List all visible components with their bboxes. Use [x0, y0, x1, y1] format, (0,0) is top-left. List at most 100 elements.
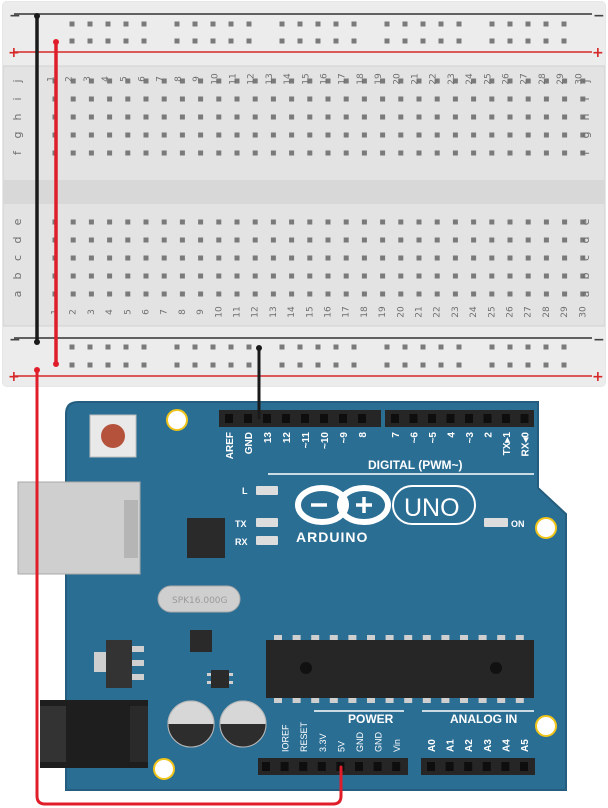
breadboard-hole[interactable] [398, 273, 404, 279]
breadboard-hole[interactable] [143, 78, 149, 84]
breadboard-hole[interactable] [179, 273, 185, 279]
breadboard-hole[interactable] [325, 291, 331, 297]
breadboard-hole[interactable] [289, 150, 295, 156]
breadboard-hole[interactable] [246, 362, 252, 368]
breadboard-hole[interactable] [398, 96, 404, 102]
breadboard-hole[interactable] [228, 38, 234, 44]
breadboard-hole[interactable] [88, 150, 94, 156]
breadboard-hole[interactable] [580, 273, 586, 279]
breadboard-hole[interactable] [434, 150, 440, 156]
breadboard-hole[interactable] [210, 362, 216, 368]
breadboard-hole[interactable] [580, 291, 586, 297]
breadboard-hole[interactable] [87, 344, 93, 350]
breadboard-hole[interactable] [234, 273, 240, 279]
breadboard-hole[interactable] [398, 291, 404, 297]
breadboard-hole[interactable] [507, 21, 513, 27]
breadboard-hole[interactable] [252, 219, 258, 225]
breadboard-hole[interactable] [543, 21, 549, 27]
breadboard-hole[interactable] [507, 114, 513, 120]
header-pin-socket[interactable] [301, 414, 309, 423]
breadboard-hole[interactable] [525, 237, 531, 243]
breadboard-hole[interactable] [234, 237, 240, 243]
breadboard-hole[interactable] [525, 21, 531, 27]
breadboard-hole[interactable] [107, 78, 113, 84]
breadboard-hole[interactable] [380, 237, 386, 243]
breadboard-hole[interactable] [525, 291, 531, 297]
breadboard-hole[interactable] [107, 219, 113, 225]
breadboard-hole[interactable] [105, 344, 111, 350]
breadboard-hole[interactable] [192, 21, 198, 27]
breadboard-hole[interactable] [252, 150, 258, 156]
breadboard-hole[interactable] [161, 255, 167, 261]
breadboard-hole[interactable] [252, 96, 258, 102]
breadboard-hole[interactable] [270, 132, 276, 138]
breadboard-hole[interactable] [252, 273, 258, 279]
breadboard-hole[interactable] [438, 344, 444, 350]
breadboard-hole[interactable] [88, 114, 94, 120]
breadboard-hole[interactable] [361, 219, 367, 225]
breadboard-hole[interactable] [270, 237, 276, 243]
breadboard-hole[interactable] [88, 219, 94, 225]
breadboard-hole[interactable] [297, 38, 303, 44]
breadboard-hole[interactable] [489, 78, 495, 84]
breadboard-hole[interactable] [297, 362, 303, 368]
breadboard-hole[interactable] [123, 344, 129, 350]
breadboard-hole[interactable] [507, 344, 513, 350]
breadboard-hole[interactable] [246, 38, 252, 44]
breadboard-hole[interactable] [161, 219, 167, 225]
breadboard-hole[interactable] [143, 273, 149, 279]
breadboard-hole[interactable] [434, 96, 440, 102]
breadboard-hole[interactable] [252, 114, 258, 120]
breadboard-hole[interactable] [107, 273, 113, 279]
breadboard-hole[interactable] [561, 21, 567, 27]
breadboard-hole[interactable] [452, 273, 458, 279]
breadboard-hole[interactable] [216, 273, 222, 279]
breadboard-hole[interactable] [438, 38, 444, 44]
breadboard-hole[interactable] [107, 255, 113, 261]
header-pin-socket[interactable] [520, 414, 529, 423]
breadboard-hole[interactable] [416, 114, 422, 120]
breadboard-hole[interactable] [325, 219, 331, 225]
breadboard-hole[interactable] [434, 273, 440, 279]
breadboard-hole[interactable] [216, 255, 222, 261]
header-pin-socket[interactable] [409, 414, 418, 423]
breadboard-hole[interactable] [380, 291, 386, 297]
breadboard-hole[interactable] [489, 362, 495, 368]
header-pin-socket[interactable] [427, 762, 435, 771]
breadboard-hole[interactable] [561, 344, 567, 350]
breadboard-hole[interactable] [289, 132, 295, 138]
breadboard-hole[interactable] [270, 96, 276, 102]
header-pin-socket[interactable] [520, 762, 528, 771]
breadboard-hole[interactable] [141, 38, 147, 44]
breadboard-hole[interactable] [125, 273, 131, 279]
breadboard-hole[interactable] [489, 219, 495, 225]
breadboard-hole[interactable] [179, 96, 185, 102]
breadboard-hole[interactable] [507, 291, 513, 297]
breadboard-hole[interactable] [562, 132, 568, 138]
breadboard-hole[interactable] [198, 78, 204, 84]
breadboard-hole[interactable] [333, 21, 339, 27]
reset-button[interactable] [89, 414, 137, 458]
breadboard-hole[interactable] [297, 344, 303, 350]
breadboard-hole[interactable] [125, 291, 131, 297]
breadboard-hole[interactable] [179, 78, 185, 84]
breadboard-hole[interactable] [216, 96, 222, 102]
reset-button-cap[interactable] [101, 424, 125, 448]
breadboard-hole[interactable] [279, 362, 285, 368]
breadboard-hole[interactable] [361, 237, 367, 243]
breadboard-hole[interactable] [174, 38, 180, 44]
breadboard-hole[interactable] [543, 114, 549, 120]
breadboard-hole[interactable] [270, 219, 276, 225]
breadboard-hole[interactable] [325, 96, 331, 102]
breadboard-hole[interactable] [343, 273, 349, 279]
breadboard-hole[interactable] [434, 219, 440, 225]
breadboard-hole[interactable] [198, 291, 204, 297]
header-pin-socket[interactable] [483, 414, 492, 423]
breadboard-hole[interactable] [69, 21, 75, 27]
breadboard-hole[interactable] [179, 291, 185, 297]
breadboard-hole[interactable] [489, 21, 495, 27]
header-pin-socket[interactable] [502, 414, 510, 423]
breadboard-hole[interactable] [361, 78, 367, 84]
breadboard-hole[interactable] [398, 237, 404, 243]
breadboard-hole[interactable] [384, 362, 390, 368]
